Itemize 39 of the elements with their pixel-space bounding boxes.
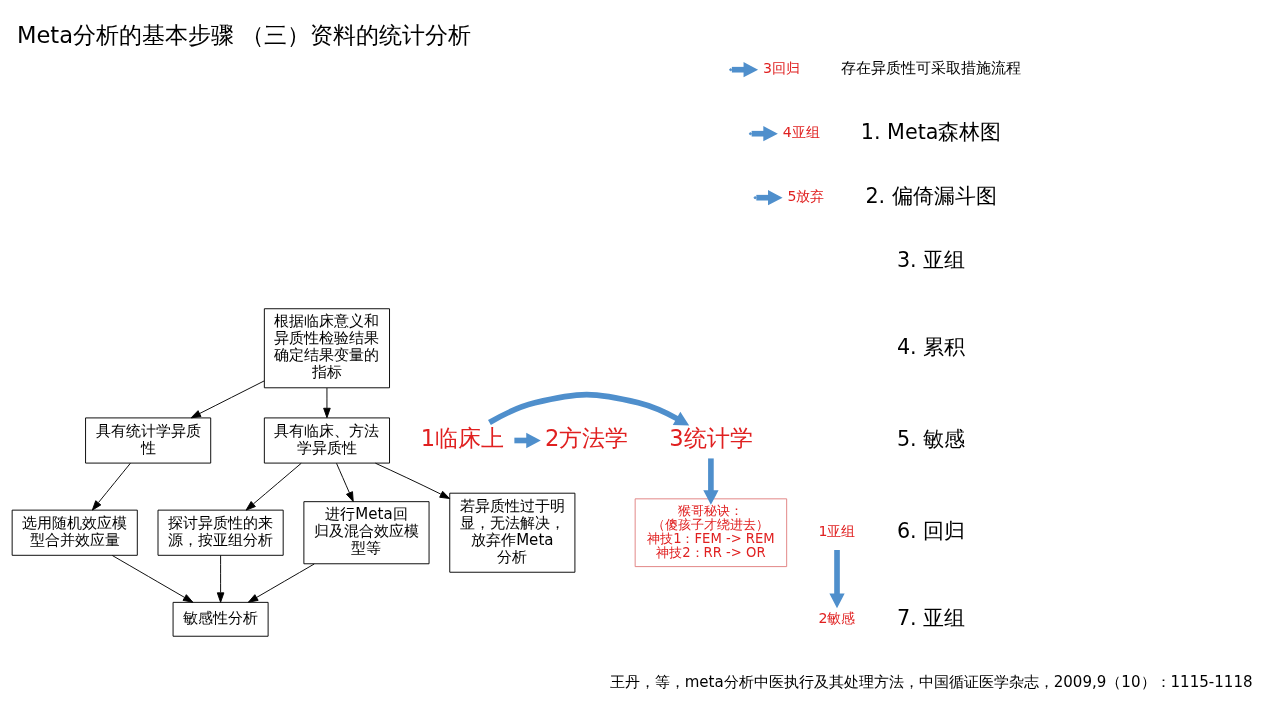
node-text: 1亚组	[818, 522, 856, 539]
node-text: 5放弃	[787, 187, 825, 204]
arrow	[336, 462, 354, 502]
arrow	[245, 462, 302, 511]
arrow	[488, 391, 690, 426]
node-text: 4亚组	[782, 123, 820, 140]
node-box: 若异质性过于明显，无法解决，放弃作Meta分析	[449, 492, 576, 573]
label: 5. 敏感	[896, 426, 966, 451]
label: 6. 回归	[896, 518, 966, 543]
node-text: 3统计学	[669, 424, 753, 451]
arrow	[190, 379, 265, 418]
label: 王丹，等，meta分析中医执行及其处理方法，中国循证医学杂志，2009,9（10）：1115-1118	[609, 672, 1253, 691]
node-text: 1临床上	[420, 424, 505, 451]
arrow	[111, 554, 194, 603]
node-text: 3回归	[763, 59, 800, 76]
label: 7. 亚组	[896, 605, 966, 630]
node-box: 探讨异质性的来源，按亚组分析	[157, 509, 284, 556]
node-box: 猴哥秘诀： （傻孩子才绕进去） 神技1：FEM -> REM 神技2：RR -> OR	[634, 497, 788, 567]
arrow	[323, 387, 331, 418]
node-box: 选用随机效应模型合并效应量	[11, 509, 138, 556]
label: 1. Meta森林图	[860, 119, 1002, 144]
node-box: 敏感性分析	[172, 601, 269, 637]
arrow	[247, 563, 315, 603]
label: 2. 偏倚漏斗图	[865, 183, 997, 208]
node-text: 2敏感	[818, 609, 856, 626]
label: 3. 亚组	[896, 247, 966, 272]
arrow	[374, 462, 451, 499]
arrow	[91, 462, 131, 511]
node-box: 具有统计学异质性	[85, 416, 212, 464]
arrow	[829, 549, 845, 608]
arrow	[216, 554, 225, 603]
node-text: 2方法学	[544, 424, 629, 451]
node-box: 具有临床、方法学异质性	[263, 416, 390, 464]
diagram-title: Meta分析的基本步骤 （三）资料的统计分析	[17, 21, 472, 48]
label: 4. 累积	[896, 334, 966, 359]
label: 存在异质性可采取措施流程	[841, 58, 1022, 77]
node-box: 根据临床意义和异质性检验结果确定结果变量的指标	[263, 307, 390, 388]
arrow	[703, 457, 719, 505]
node-box: 进行Meta回归及混合效应模型等	[303, 500, 430, 564]
